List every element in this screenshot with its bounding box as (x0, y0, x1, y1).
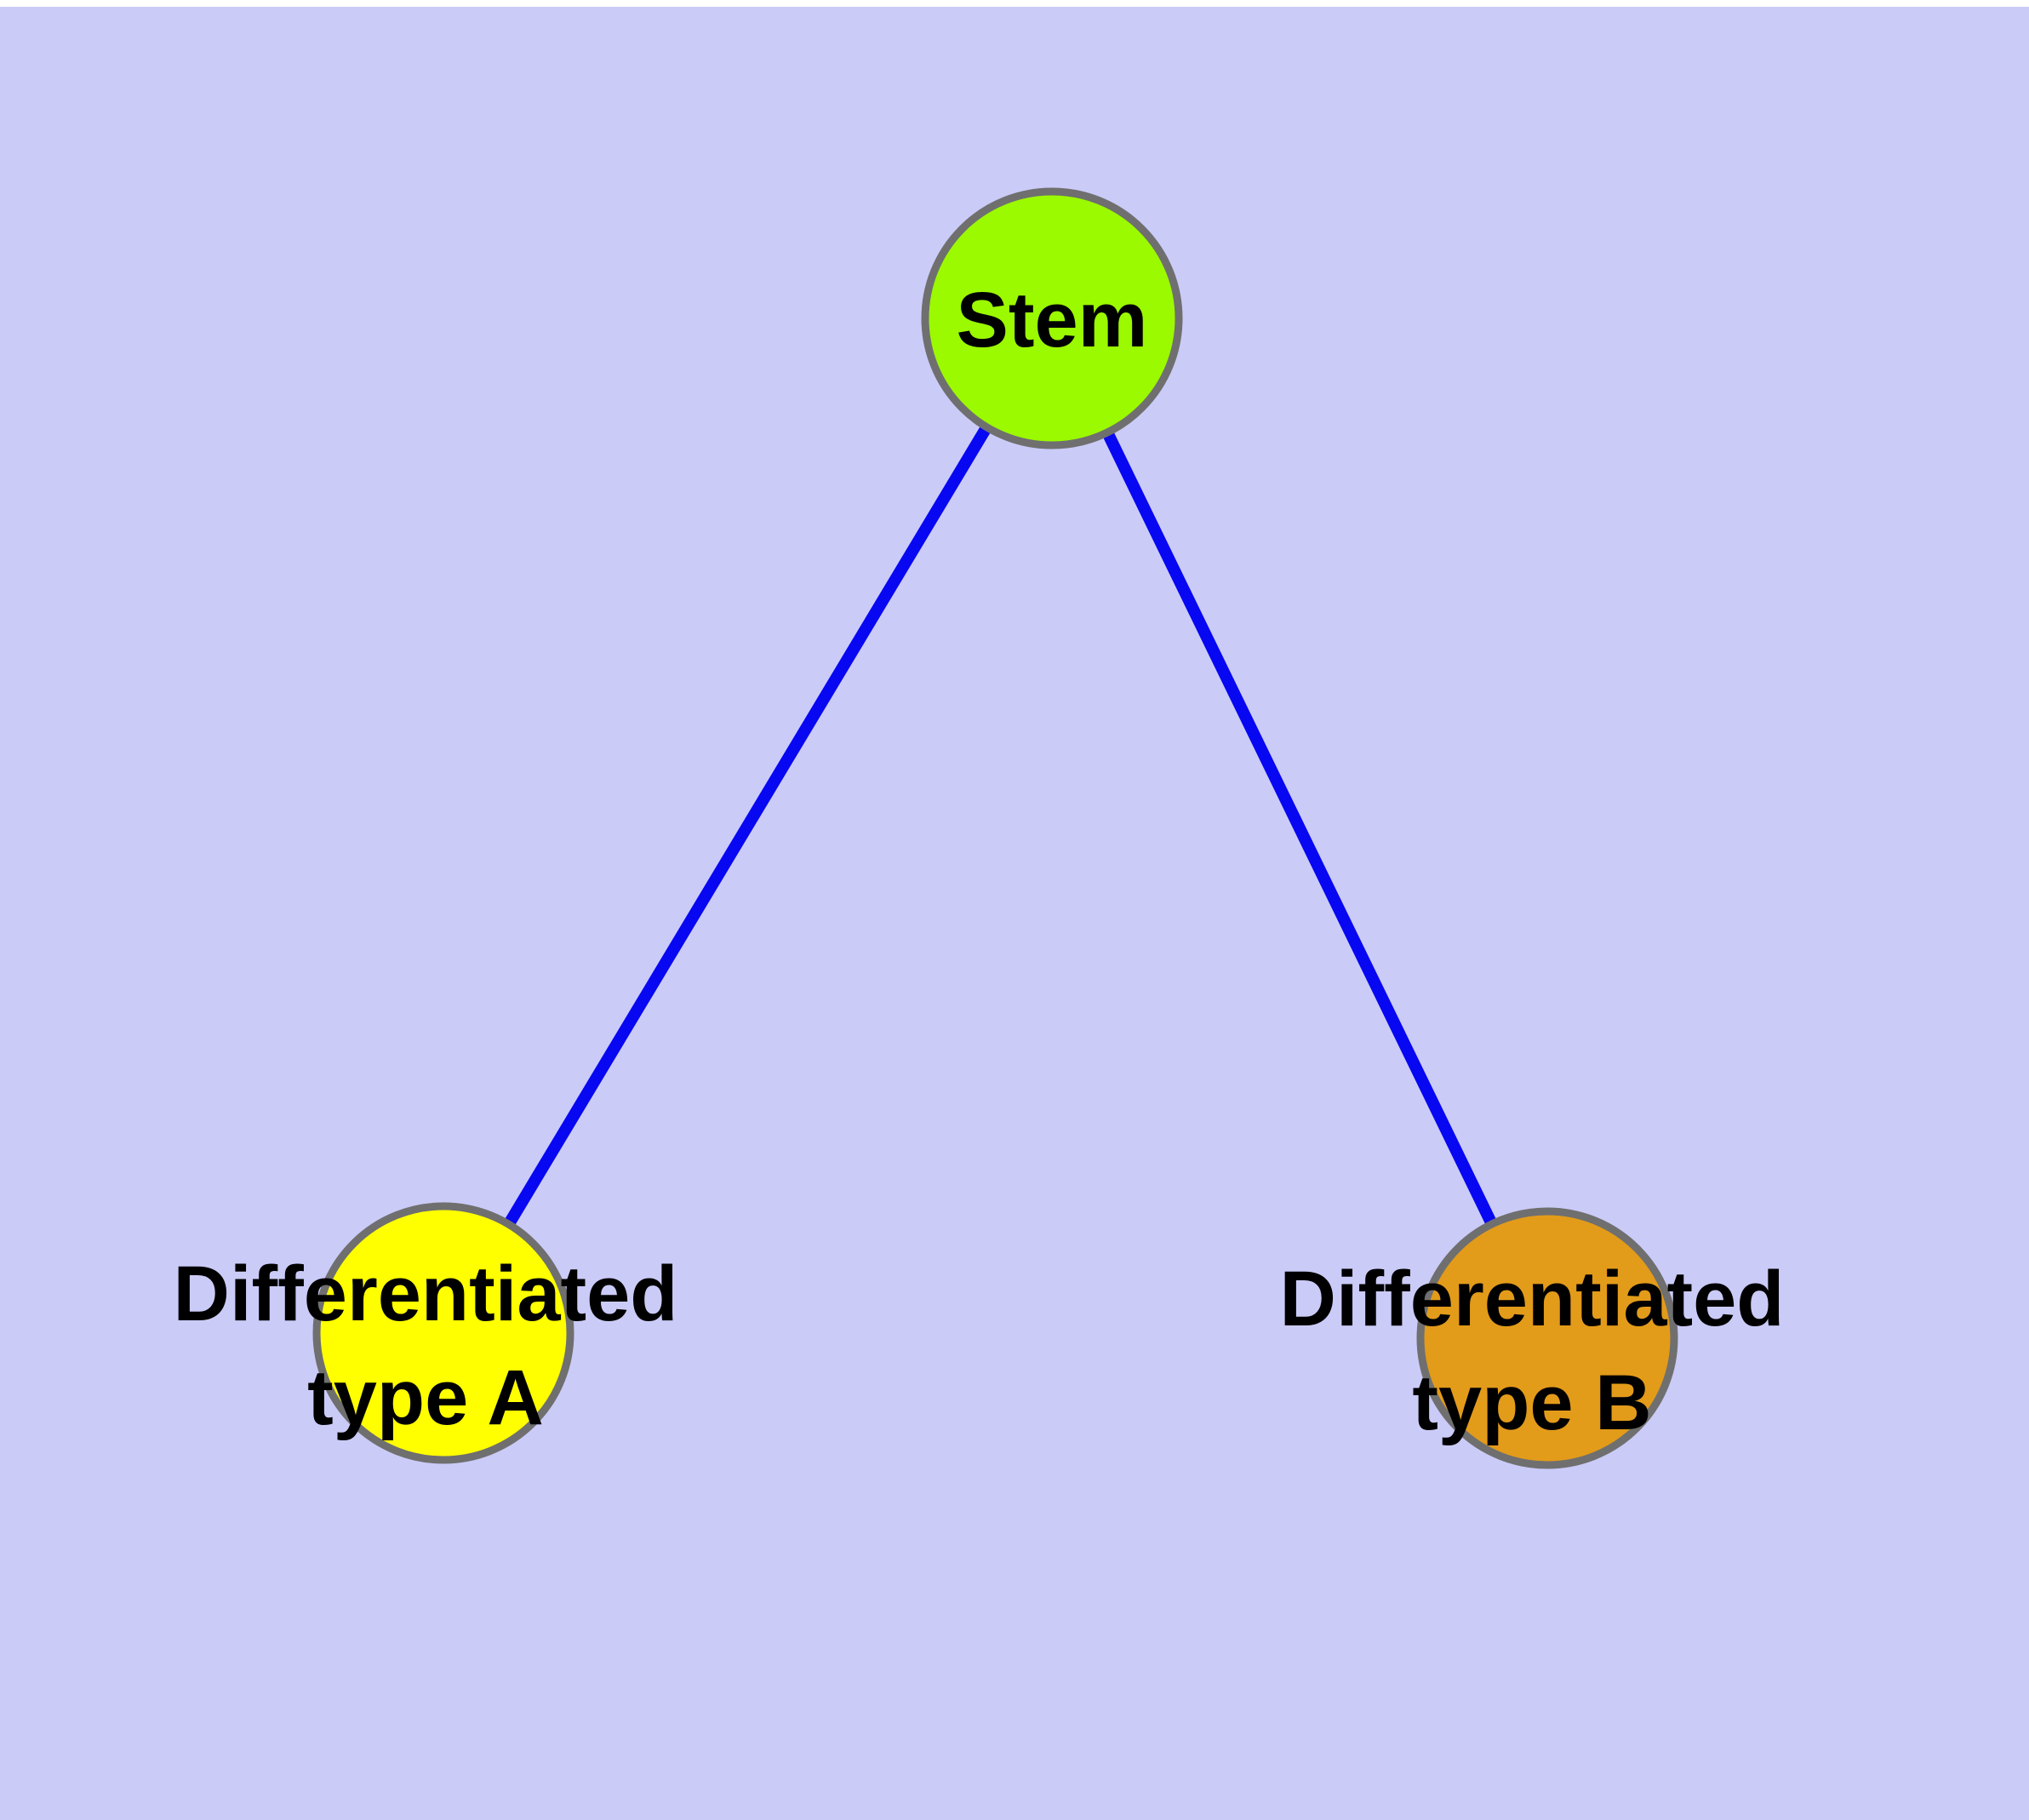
node-stem (921, 187, 1183, 449)
node-type-b-label-line-2: type B (1412, 1359, 1651, 1446)
node-stem-label: Stem (957, 277, 1148, 363)
node-differentiated-type-a (312, 1202, 574, 1464)
node-type-a-label-line-1: Differentiated (174, 1251, 678, 1337)
edge-stem-to-type-b (1046, 315, 1553, 1342)
node-type-b-label-line-1: Differentiated (1280, 1256, 1785, 1342)
node-differentiated-type-b (1416, 1207, 1678, 1469)
node-type-a-label-line-2: type A (307, 1354, 544, 1441)
edge-stem-to-type-a (437, 315, 1058, 1336)
